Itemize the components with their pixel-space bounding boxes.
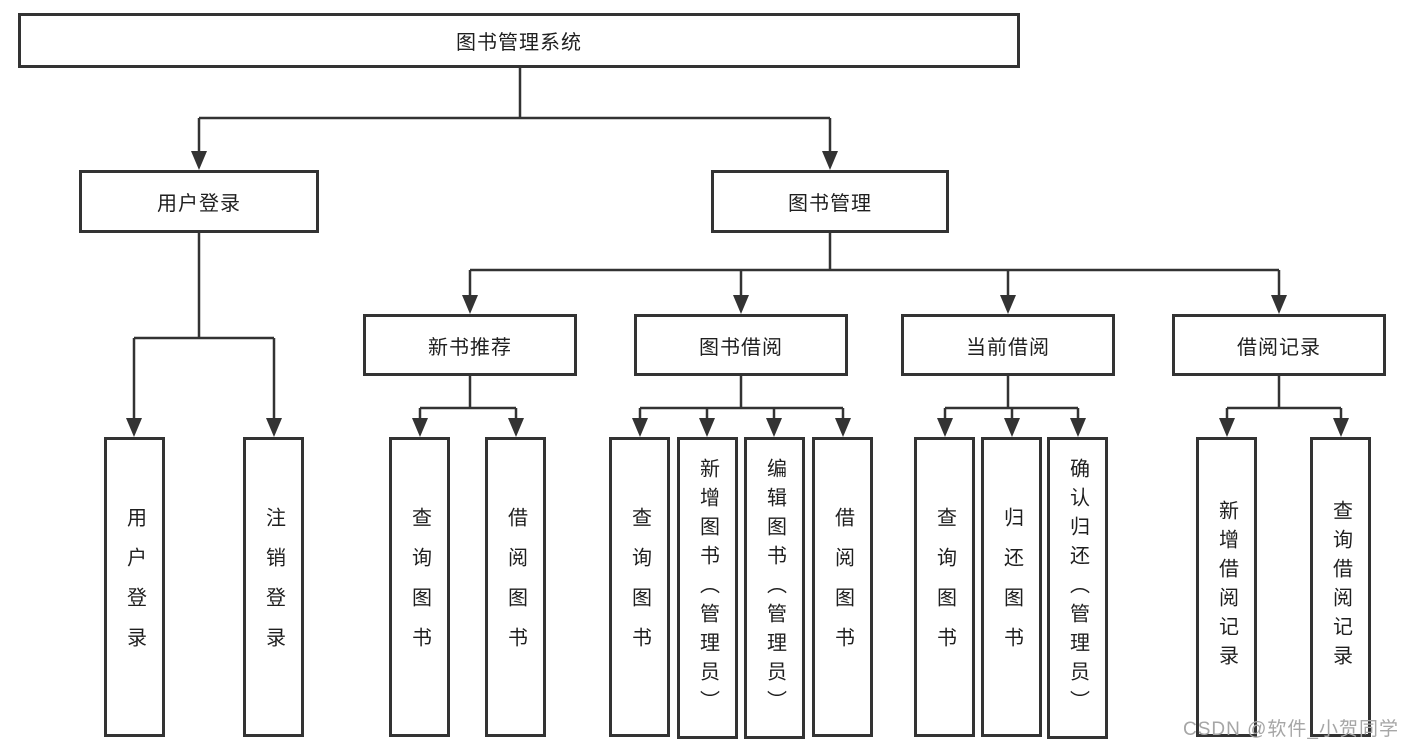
- node-new-book-recommend-label: 新书推荐: [428, 336, 512, 359]
- node-current-borrow: 当前借阅: [901, 314, 1115, 376]
- leaf-br-query-record: 查询借阅记录: [1310, 437, 1371, 737]
- node-book-borrow-label: 图书借阅: [699, 336, 783, 359]
- leaf-cb-query-books: 查询图书: [914, 437, 975, 737]
- leaf-cb-query-books-label: 查询图书: [933, 507, 956, 667]
- leaf-cb-return-books-label: 归还图书: [1000, 507, 1023, 667]
- leaf-bb-query-books-label: 查询图书: [628, 507, 651, 667]
- leaf-br-add-record-label: 新增借阅记录: [1215, 500, 1238, 674]
- node-root-label: 图书管理系统: [456, 32, 582, 54]
- leaf-user-login-label: 用户登录: [123, 507, 146, 667]
- node-current-borrow-label: 当前借阅: [966, 336, 1050, 359]
- leaf-bb-borrow-books-label: 借阅图书: [831, 507, 854, 667]
- leaf-br-query-record-label: 查询借阅记录: [1329, 500, 1352, 674]
- leaf-nb-borrow-books: 借阅图书: [485, 437, 546, 737]
- leaf-bb-borrow-books: 借阅图书: [812, 437, 873, 737]
- leaf-bb-edit-books: 编辑图书（管理员）: [744, 437, 805, 739]
- node-user-login-label: 用户登录: [157, 193, 241, 215]
- leaf-bb-query-books: 查询图书: [609, 437, 670, 737]
- leaf-cb-return-books: 归还图书: [981, 437, 1042, 737]
- node-user-login: 用户登录: [79, 170, 319, 233]
- leaf-bb-add-books-label: 新增图书（管理员）: [696, 457, 719, 719]
- node-book-management: 图书管理: [711, 170, 949, 233]
- leaf-nb-borrow-books-label: 借阅图书: [504, 507, 527, 667]
- leaf-user-login: 用户登录: [104, 437, 165, 737]
- watermark: CSDN @软件_小贺同学: [1183, 719, 1399, 740]
- leaf-bb-add-books: 新增图书（管理员）: [677, 437, 738, 739]
- leaf-logout: 注销登录: [243, 437, 304, 737]
- arrowheads: [126, 151, 1349, 437]
- leaf-br-add-record: 新增借阅记录: [1196, 437, 1257, 737]
- node-new-book-recommend: 新书推荐: [363, 314, 577, 376]
- leaf-cb-confirm-return: 确认归还（管理员）: [1047, 437, 1108, 739]
- node-root: 图书管理系统: [18, 13, 1020, 68]
- node-borrow-records: 借阅记录: [1172, 314, 1386, 376]
- leaf-nb-query-books-label: 查询图书: [408, 507, 431, 667]
- leaf-nb-query-books: 查询图书: [389, 437, 450, 737]
- node-book-borrow: 图书借阅: [634, 314, 848, 376]
- node-borrow-records-label: 借阅记录: [1237, 336, 1321, 359]
- node-book-management-label: 图书管理: [788, 193, 872, 215]
- leaf-bb-edit-books-label: 编辑图书（管理员）: [763, 457, 786, 719]
- leaf-logout-label: 注销登录: [262, 507, 285, 667]
- leaf-cb-confirm-return-label: 确认归还（管理员）: [1066, 457, 1089, 719]
